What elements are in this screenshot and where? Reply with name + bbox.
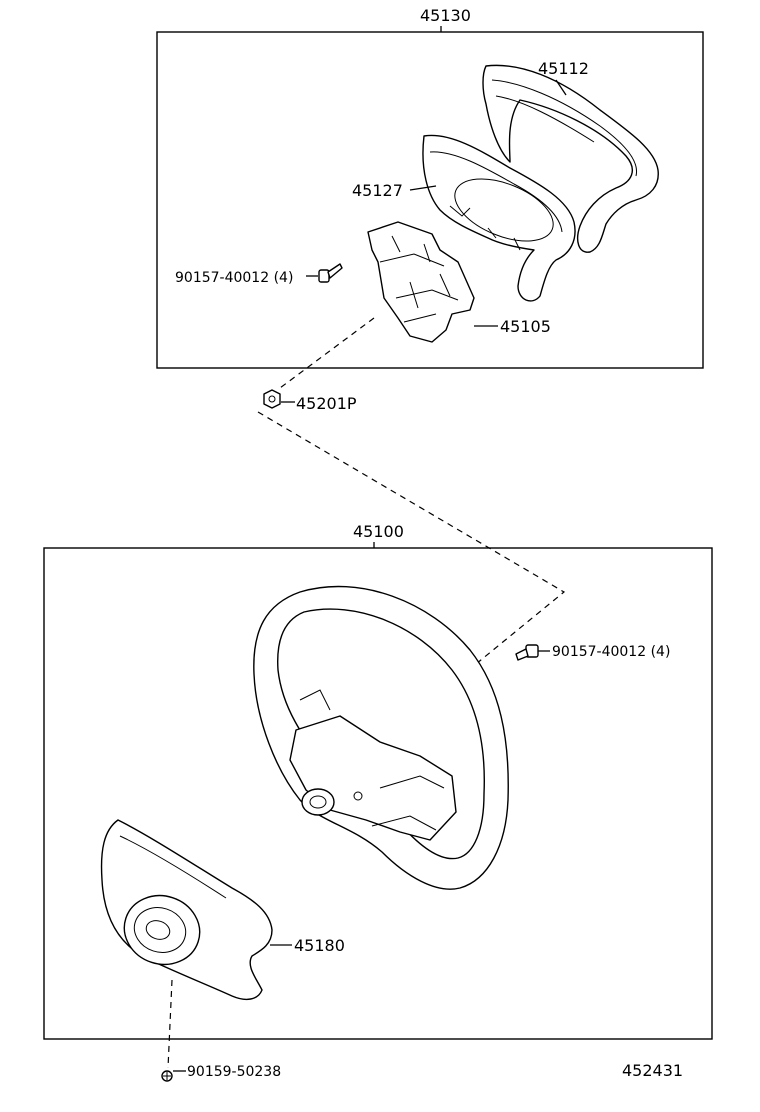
horn-pad-dashed-line [167, 979, 173, 1069]
upper-assembly-frame [156, 31, 704, 369]
figure-number: 452431 [622, 1061, 683, 1080]
lower-assembly-group: 45100 90157-40012 (4) 45180 [43, 522, 713, 1069]
screw-icon [318, 263, 343, 283]
lower-assembly-number: 45100 [353, 522, 404, 541]
spoke-cover-label: 45127 [352, 181, 403, 200]
spoke-cover-part [422, 134, 576, 302]
lower-screw-label: 90157-40012 (4) [552, 644, 670, 660]
nut-group: 45201P [263, 389, 357, 413]
nut-to-wheel-dashed-line [257, 411, 566, 665]
pad-cover-part [482, 64, 659, 253]
upper-screw-label: 90157-40012 (4) [175, 270, 293, 286]
bracket-part [367, 221, 475, 343]
pad-cover-leader [555, 79, 567, 96]
upper-assembly-group: 45130 45112 45127 45105 [156, 6, 704, 369]
upper-assembly-number: 45130 [420, 6, 471, 25]
bracket-label: 45105 [500, 317, 551, 336]
steering-wheel-part [253, 585, 509, 890]
pad-cover-label: 45112 [538, 59, 589, 78]
horn-pad-label: 45180 [294, 936, 345, 955]
nut-label: 45201P [296, 394, 357, 413]
nut-icon [263, 389, 281, 409]
screw-icon [515, 644, 539, 661]
lower-assembly-frame [43, 547, 713, 1040]
spoke-cover-leader [409, 185, 437, 191]
bottom-screw-label: 90159-50238 [187, 1064, 281, 1080]
nut-to-bracket-dashed-line [279, 317, 375, 389]
horn-pad-part [100, 819, 273, 1001]
screw-icon [161, 1070, 173, 1082]
